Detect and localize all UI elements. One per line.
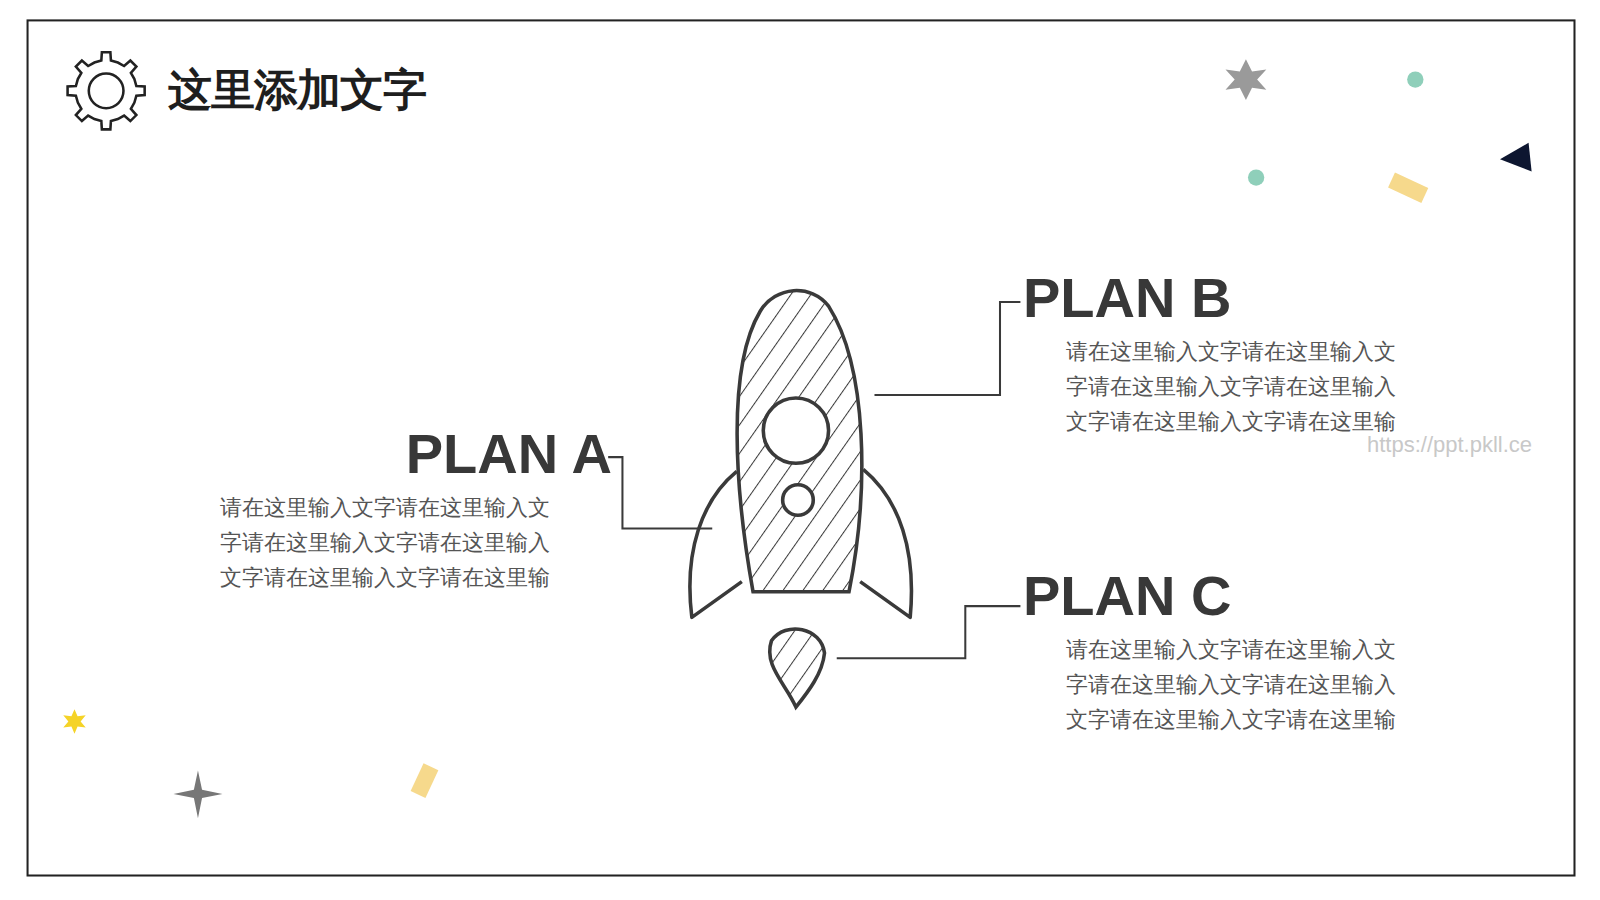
watermark: https://ppt.pkll.ce	[1367, 432, 1532, 458]
gear-icon	[68, 52, 145, 129]
plan-description: 请在这里输入文字请在这里输入文 字请在这里输入文字请在这里输入 文字请在这里输入…	[1066, 334, 1416, 439]
plan-heading: PLAN A	[220, 424, 612, 484]
plan-description: 请在这里输入文字请在这里输入文 字请在这里输入文字请在这里输入 文字请在这里输入…	[1066, 632, 1416, 737]
slide-title: 这里添加文字	[168, 62, 426, 118]
rocket	[690, 276, 912, 708]
plan-heading: PLAN C	[1023, 566, 1443, 626]
plan-description: 请在这里输入文字请在这里输入文 字请在这里输入文字请在这里输入 文字请在这里输入…	[220, 490, 570, 595]
leader-lines	[608, 302, 1020, 658]
plan-block: PLAN A请在这里输入文字请在这里输入文 字请在这里输入文字请在这里输入 文字…	[220, 424, 612, 595]
frame	[28, 20, 1575, 875]
plan-block: PLAN B请在这里输入文字请在这里输入文 字请在这里输入文字请在这里输入 文字…	[1023, 268, 1443, 439]
plan-block: PLAN C请在这里输入文字请在这里输入文 字请在这里输入文字请在这里输入 文字…	[1023, 566, 1443, 737]
plan-heading: PLAN B	[1023, 268, 1443, 328]
decorations	[63, 59, 1531, 818]
